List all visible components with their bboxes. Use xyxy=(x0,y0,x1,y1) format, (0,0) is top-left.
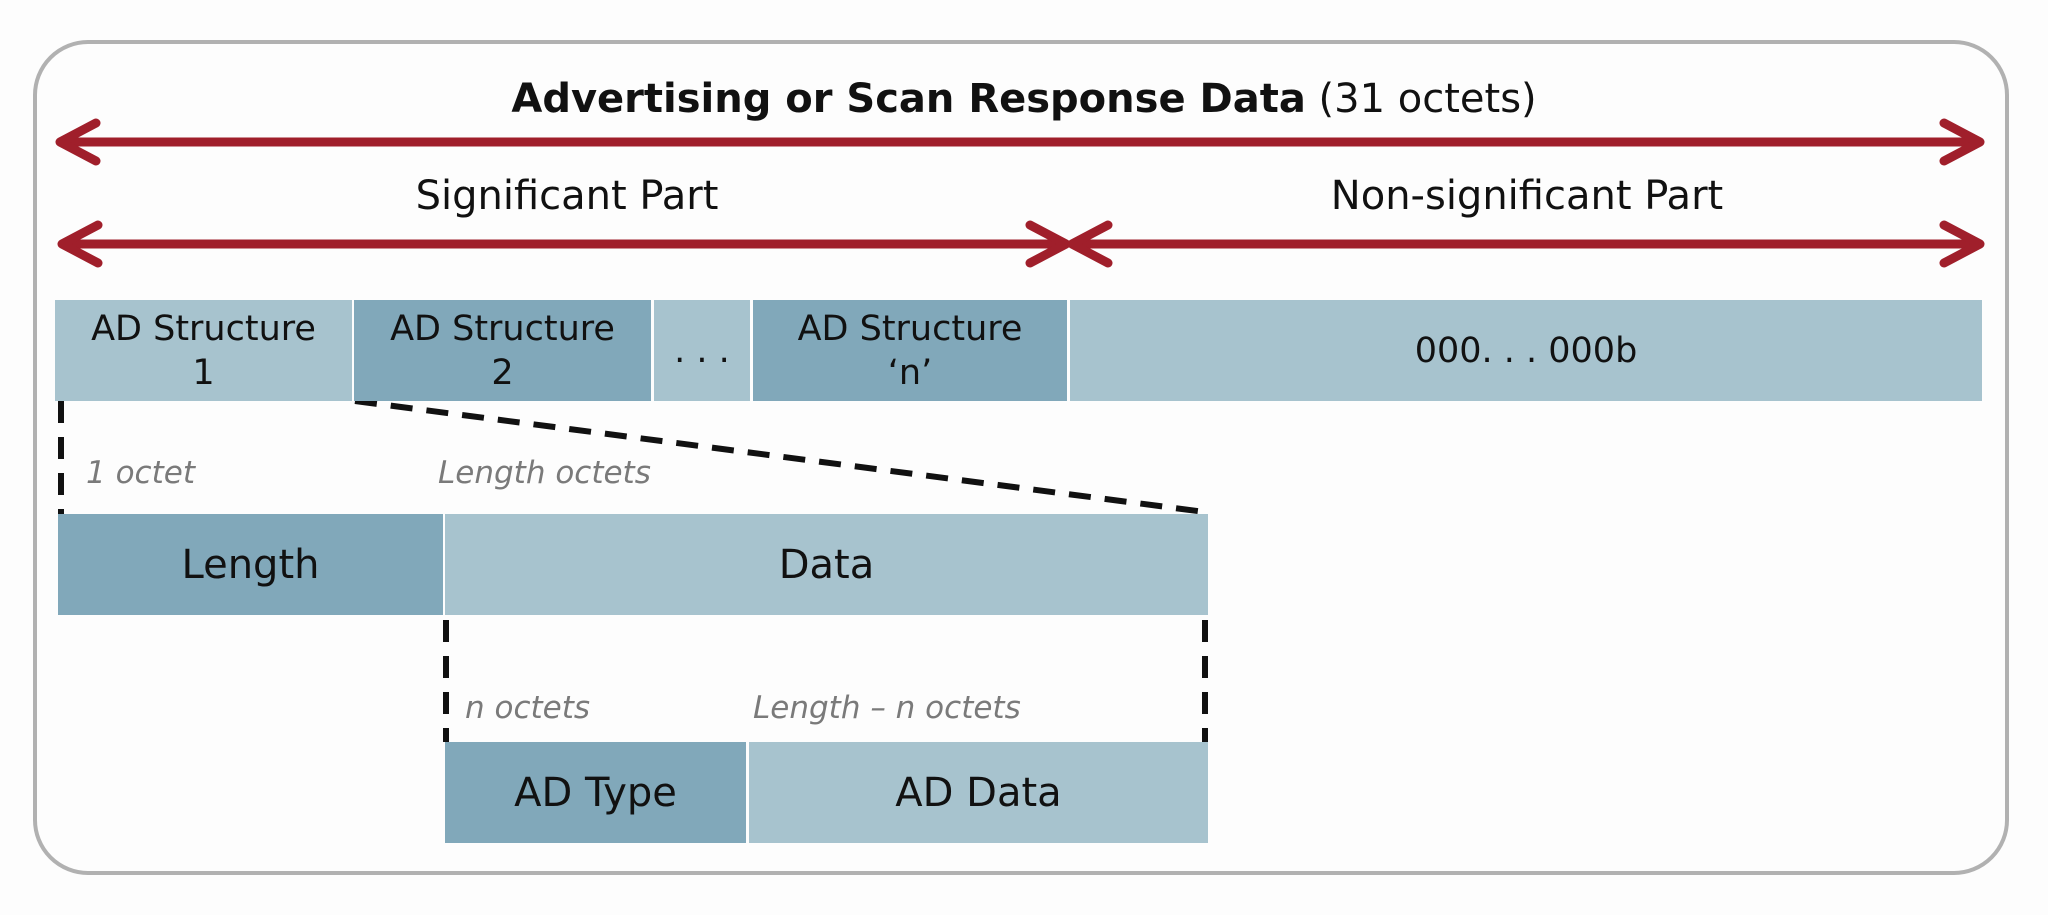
ad-structure-2-label: AD Structure xyxy=(390,308,615,349)
non-significant-part-label: Non-significant Part xyxy=(1330,173,1724,219)
title-octets: (31 octets) xyxy=(1318,76,1537,122)
ad-structure-n-label: AD Structure xyxy=(797,308,1023,349)
data-field-block: Data xyxy=(445,514,1208,615)
ad-data-label: AD Data xyxy=(895,769,1062,816)
ad-type-block: AD Type xyxy=(445,742,746,843)
ad-type-label: AD Type xyxy=(514,769,677,816)
ad-structure-n-block: AD Structure ‘n’ xyxy=(753,300,1067,401)
ad-structure-n-index: ‘n’ xyxy=(887,352,933,393)
diagram-title: Advertising or Scan Response Data (31 oc… xyxy=(0,76,2048,122)
ad-structure-2-index: 2 xyxy=(491,352,514,393)
significant-part-label: Significant Part xyxy=(415,173,719,219)
data-octets-note: Length octets xyxy=(438,455,651,491)
ellipsis-label: . . . xyxy=(674,330,730,371)
ad-structure-1-block: AD Structure 1 xyxy=(55,300,352,401)
ellipsis-block: . . . xyxy=(654,300,750,401)
ad-data-octets-note: Length – n octets xyxy=(753,690,1021,726)
length-octets-note: 1 octet xyxy=(86,455,195,491)
padding-label: 000. . . 000b xyxy=(1414,330,1638,371)
ad-structure-1-index: 1 xyxy=(192,352,215,393)
zoom-connector-data xyxy=(443,620,1208,742)
total-length-arrow xyxy=(55,118,1985,166)
length-field-block: Length xyxy=(58,514,443,615)
padding-block: 000. . . 000b xyxy=(1070,300,1982,401)
significant-part-arrow xyxy=(57,220,1071,268)
ad-type-octets-note: n octets xyxy=(465,690,591,726)
diagram-frame xyxy=(33,40,2009,875)
title-bold: Advertising or Scan Response Data xyxy=(511,76,1306,122)
ad-structure-2-block: AD Structure 2 xyxy=(354,300,651,401)
length-field-label: Length xyxy=(181,541,320,588)
ad-structure-1-label: AD Structure xyxy=(91,308,316,349)
zoom-connector-ad-structure xyxy=(58,398,1206,515)
ad-data-block: AD Data xyxy=(749,742,1208,843)
non-significant-part-arrow xyxy=(1067,220,1985,268)
data-field-label: Data xyxy=(778,541,875,588)
